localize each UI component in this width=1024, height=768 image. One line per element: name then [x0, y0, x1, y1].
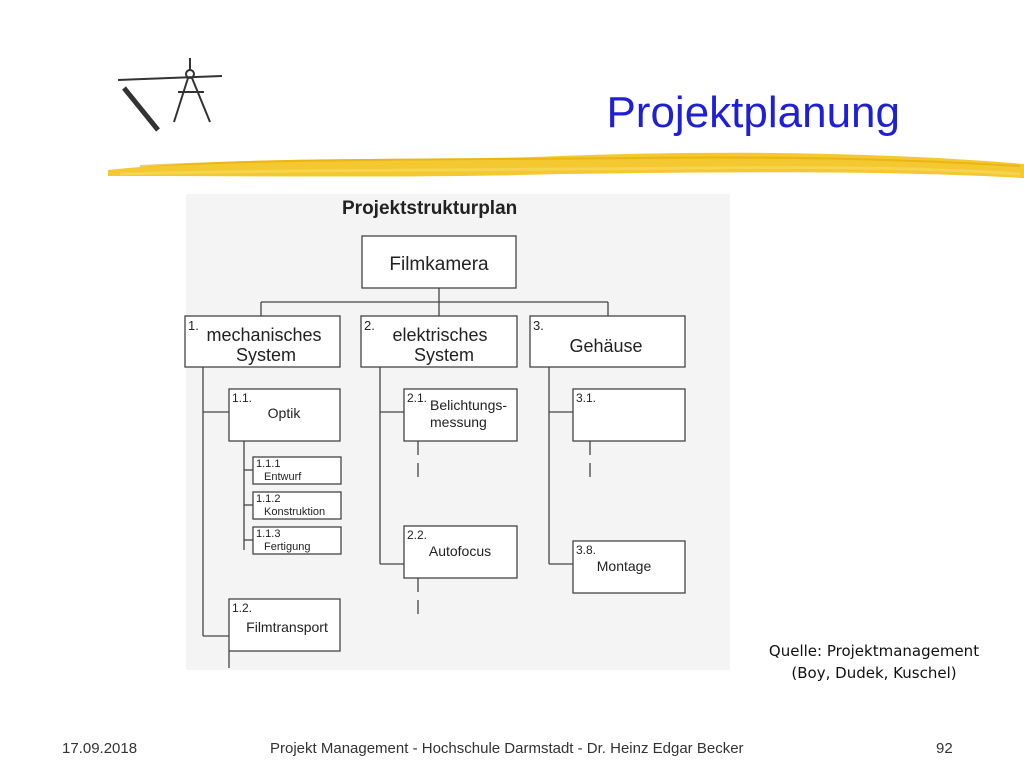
node-1-1	[228, 388, 341, 442]
node-1-1-1	[252, 456, 342, 485]
node-branch-1	[184, 315, 341, 368]
compass-ruler-icon	[118, 58, 223, 132]
root-label: Filmkamera	[389, 254, 489, 275]
node-3-8	[572, 540, 686, 594]
node-3-1	[572, 388, 686, 442]
footer-date: 17.09.2018	[62, 740, 138, 757]
branch-1-label-1: mechanisches	[206, 325, 321, 345]
page-number: 92	[936, 740, 953, 757]
branch-1-num: 1.	[188, 318, 199, 333]
node-2-2	[403, 525, 518, 579]
source-line-2: (Boy, Dudek, Kuschel)	[791, 664, 957, 682]
node-1-1-2-label: Konstruktion	[264, 506, 325, 518]
node-2-1-label-2: messung	[430, 414, 487, 430]
node-branch-3	[529, 315, 686, 368]
branch-1-label-2: System	[236, 345, 296, 365]
node-2-1	[403, 388, 518, 442]
node-1-1-1-label: Entwurf	[264, 471, 302, 483]
node-1-1-2-num: 1.1.2	[256, 493, 280, 505]
node-2-1-label-1: Belichtungs-	[430, 397, 507, 413]
node-3-8-num: 3.8.	[576, 543, 596, 557]
node-2-2-label: Autofocus	[429, 543, 491, 559]
node-2-1-num: 2.1.	[407, 391, 427, 405]
branch-3-label-1: Gehäuse	[569, 336, 642, 356]
node-1-2	[228, 598, 341, 652]
branch-3-num: 3.	[533, 318, 544, 333]
title-underline-brush	[108, 152, 1024, 178]
node-branch-2	[360, 315, 518, 368]
node-1-1-label: Optik	[268, 405, 302, 421]
node-root	[361, 235, 517, 289]
diagram-heading: Projektstrukturplan	[342, 198, 517, 219]
node-1-1-3-label: Fertigung	[264, 541, 310, 553]
slide-title: Projektplanung	[606, 88, 900, 137]
branch-2-label-1: elektrisches	[392, 325, 487, 345]
footer-center-text: Projekt Management - Hochschule Darmstad…	[270, 740, 744, 757]
node-1-1-1-num: 1.1.1	[256, 458, 280, 470]
node-1-2-num: 1.2.	[232, 601, 252, 615]
source-citation: Quelle: Projektmanagement (Boy, Dudek, K…	[760, 640, 988, 684]
node-2-2-num: 2.2.	[407, 528, 427, 542]
node-3-1-num: 3.1.	[576, 391, 596, 405]
node-1-1-2	[252, 491, 342, 520]
node-1-1-3-num: 1.1.3	[256, 528, 280, 540]
branch-2-num: 2.	[364, 318, 375, 333]
node-1-2-label: Filmtransport	[246, 619, 328, 635]
node-3-8-label: Montage	[597, 558, 652, 574]
source-line-1: Quelle: Projektmanagement	[768, 642, 980, 660]
node-1-1-3	[252, 526, 342, 555]
branch-2-label-2: System	[414, 345, 474, 365]
node-1-1-num: 1.1.	[232, 391, 252, 405]
